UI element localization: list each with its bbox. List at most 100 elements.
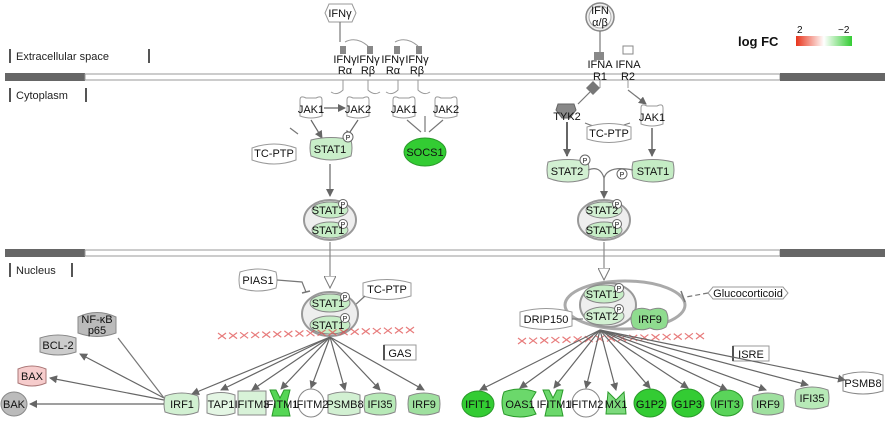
tcptp-node-2[interactable]: TC-PTP (586, 123, 632, 143)
irf9-node-b[interactable]: IRF9 (751, 392, 785, 416)
ifnar2-receptor[interactable]: IFNA R2 (615, 45, 641, 88)
ifng-ligand[interactable]: IFNγ (324, 3, 357, 23)
dna-gas-cross (306, 329, 315, 337)
stat1-node-b[interactable]: P STAT1 (616, 159, 675, 183)
irf9-node-a[interactable]: IRF9 (407, 392, 441, 416)
dna-isre-cross (562, 336, 571, 344)
isre-edge-3 (583, 329, 601, 389)
stat1-homodimer-cyto[interactable]: P P STAT1 STAT1 (303, 199, 357, 241)
jak1-label-b: JAK1 (391, 104, 417, 116)
dimer1-p-top: P (341, 202, 346, 209)
g1p2-label: G1P2 (636, 399, 664, 411)
ifnar2-label-1: IFNA (615, 59, 641, 71)
stat2-node-a[interactable]: P STAT2 (546, 154, 591, 183)
stat2-label-a: STAT2 (551, 166, 584, 178)
psmb8-node-b[interactable]: PSMB8 (842, 371, 884, 395)
ifnar1-receptor[interactable]: IFNA R1 (587, 52, 613, 88)
ifngr-alpha-2[interactable]: IFNγ Rα (381, 46, 405, 95)
isre-edge-4 (599, 329, 619, 391)
tcptp-node-3[interactable]: TC-PTP (362, 279, 412, 300)
stat1-homodimer-nuc[interactable]: P P STAT1 STAT1 (301, 291, 359, 337)
ifngr-alpha-1[interactable]: IFNγ Rα (330, 46, 357, 95)
dna-isre-cross (517, 337, 527, 345)
nuclear-membrane (5, 249, 885, 257)
jak1-stat1-edge (310, 119, 323, 139)
ifnar2-label-2: R2 (621, 71, 635, 83)
isre-edge-0 (479, 329, 601, 391)
ifnab-ligand[interactable]: IFN α/β (585, 2, 615, 32)
ifitm1-node-b[interactable]: IFITM1 (537, 389, 572, 417)
jak1-node-c[interactable]: JAK1 (639, 104, 665, 127)
isre-edge-5 (599, 329, 651, 389)
dna-gas-cross (239, 331, 249, 339)
tap1-node[interactable]: TAP1 (206, 392, 236, 416)
ifngr-beta-1[interactable]: IFNγ Rβ (356, 46, 381, 95)
dna-isre-cross (573, 335, 582, 343)
ifit3-node[interactable]: IFIT3 (710, 389, 744, 417)
dna-isre-cross (651, 333, 660, 341)
isgf3-stat2-label: STAT2 (586, 311, 619, 323)
bak-node[interactable]: BAK (0, 391, 28, 417)
dna-gas-cross (383, 327, 393, 335)
gas-edge-5 (329, 336, 347, 391)
oas1-node[interactable]: OAS1 (501, 388, 537, 418)
gas-edge-3 (280, 336, 331, 390)
ndimer-p-bot: P (343, 316, 348, 323)
isre-box: ISRE (732, 345, 770, 362)
g1p3-node[interactable]: G1P3 (671, 388, 705, 418)
mx1-node[interactable]: MX1 (605, 390, 628, 415)
ifitm1-label-b: IFITM1 (537, 399, 572, 411)
ifngr-dimer-2-arc (394, 39, 419, 47)
bax-node[interactable]: BAX (17, 365, 47, 387)
tyk2-label: TYK2 (553, 111, 581, 123)
irf1-node[interactable]: IRF1 (163, 392, 200, 416)
ifngr-beta-2[interactable]: IFNγ Rβ (405, 46, 431, 95)
ifnar1-label-1: IFNA (587, 59, 613, 71)
jak1-node-b[interactable]: JAK1 (391, 96, 417, 119)
drip150-node[interactable]: DRIP150 (519, 308, 573, 330)
ifngr-alpha-2-label-1: IFNγ (381, 54, 405, 66)
tyk2-node[interactable]: TYK2 (553, 103, 581, 123)
ifng-label: IFNγ (328, 8, 352, 20)
ifngr-alpha-1-label-2: Rα (338, 65, 353, 77)
jak1-node-a[interactable]: JAK1 (298, 96, 324, 119)
ifit1-node[interactable]: IFIT1 (461, 390, 495, 418)
isgf3-complex[interactable]: P P STAT1 STAT2 IRF9 (563, 279, 687, 331)
target-gene-edges (191, 329, 846, 396)
pias1-node[interactable]: PIAS1 (238, 268, 278, 292)
ifitm2-node-a[interactable]: IFITM2 (294, 388, 329, 418)
gas-edge-0 (191, 336, 331, 396)
psmb8-node-a[interactable]: PSMB8 (326, 391, 364, 416)
isre-edge-1 (519, 329, 601, 389)
ifi35-node-b[interactable]: IFI35 (794, 386, 830, 410)
ifitm2-node-b[interactable]: IFITM2 (569, 388, 604, 418)
socs1-node[interactable]: SOCS1 (403, 137, 447, 167)
irf1-bcl2-edge (79, 353, 165, 399)
isgf3-irf9-label: IRF9 (638, 314, 662, 326)
dna-gas-cross (295, 330, 304, 338)
dna-gas-cross (372, 327, 382, 335)
ifngr-beta-1-label-2: Rβ (361, 65, 375, 77)
dna-isre-cross (695, 332, 705, 340)
stat1-node-a[interactable]: P STAT1 (309, 131, 354, 161)
nfkb-node[interactable]: NF-κB p65 (77, 312, 117, 338)
section-extracellular: Extracellular space (9, 49, 150, 63)
ifitm1-node-a[interactable]: IFITM1 (264, 389, 299, 417)
tap1-label: TAP1 (208, 399, 235, 411)
glucocorticoid-node[interactable]: Glucocorticoid (707, 286, 789, 300)
stat2-stat1-dimer-cyto[interactable]: P P STAT2 STAT1 (577, 199, 631, 241)
ifitm2-label-b: IFITM2 (569, 399, 604, 411)
jak2-node-a[interactable]: JAK2 (345, 96, 371, 119)
tcptp-node-1[interactable]: TC-PTP (251, 143, 297, 165)
bcl2-node[interactable]: BCL-2 (39, 334, 77, 356)
ifi35-node-a[interactable]: IFI35 (363, 392, 397, 416)
ifngr-beta-2-label-1: IFNγ (405, 54, 429, 66)
isre-edge-9 (599, 329, 809, 388)
jak2-node-b[interactable]: JAK2 (433, 96, 459, 119)
dimer2-p-top: P (615, 202, 620, 209)
ifitm3-node[interactable]: IFITM3 (235, 390, 270, 416)
g1p2-node[interactable]: G1P2 (633, 388, 667, 418)
jak1-label-a: JAK1 (298, 104, 324, 116)
oas1-label: OAS1 (505, 399, 534, 411)
